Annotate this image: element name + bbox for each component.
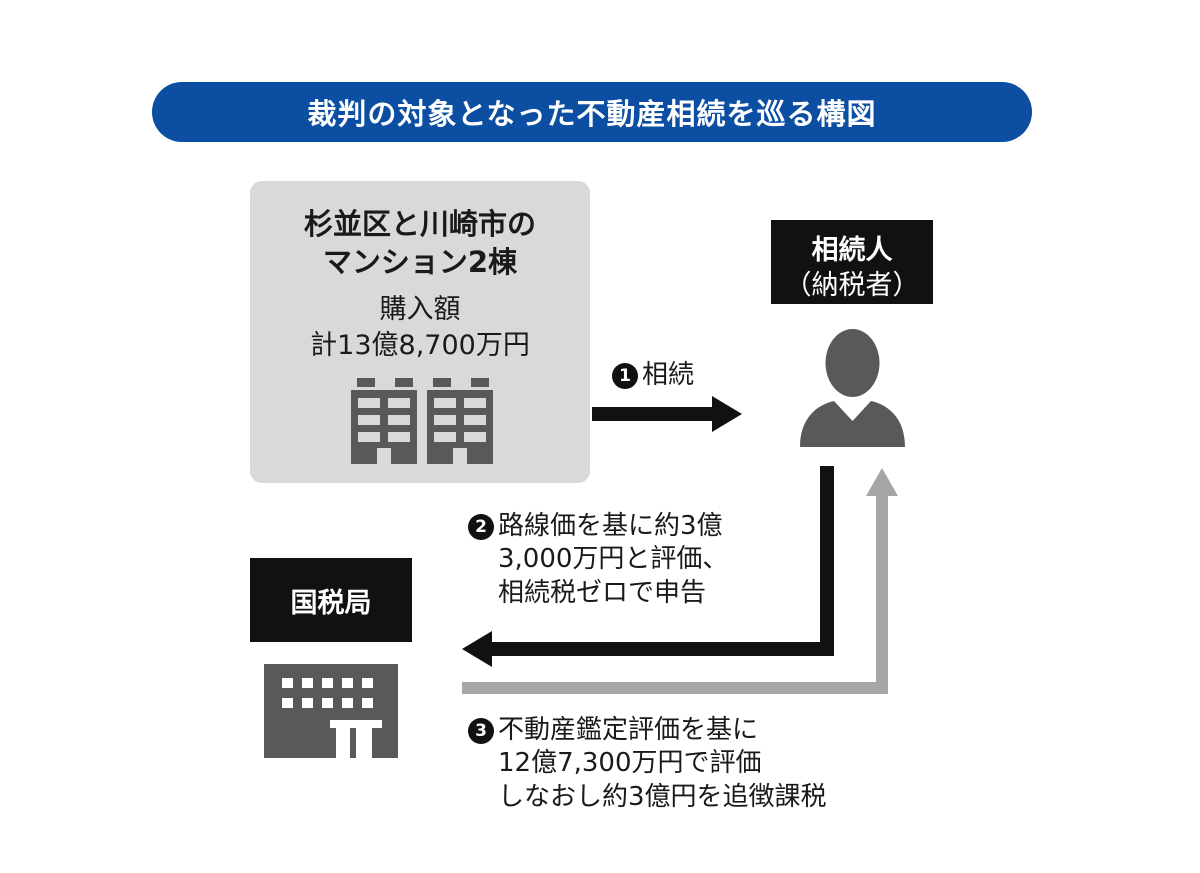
heir-title: 相続人: [811, 235, 893, 266]
title-banner: 裁判の対象となった不動産相続を巡る構図: [152, 82, 1032, 142]
purchase-price-label: 購入額: [379, 294, 461, 325]
reassessment-arrow: [462, 468, 898, 694]
diagram-title: 裁判の対象となった不動産相続を巡る構図: [307, 97, 877, 131]
property-description-line2: マンション2棟: [322, 245, 518, 279]
buildings-icon: [351, 378, 493, 464]
heir-label: 相続人 （納税者）: [771, 220, 933, 304]
step-2-line1: 路線価を基に約3億: [498, 511, 723, 541]
step-2-line3: 相続税ゼロで申告: [498, 577, 707, 608]
heir-subtitle: （納税者）: [784, 270, 920, 301]
person-icon: [800, 329, 905, 447]
step-2-number: 2: [468, 514, 494, 540]
step-1-line1: 相続: [642, 360, 695, 390]
step-3-line3: しなおし約3億円を追徴課税: [498, 781, 827, 812]
step-2-line2: 3,000万円と評価、: [498, 544, 729, 575]
property-description-line1: 杉並区と川崎市の: [303, 207, 536, 241]
declaration-arrow: [462, 466, 834, 667]
tax-office-title: 国税局: [290, 587, 372, 619]
property-box: 杉並区と川崎市の マンション2棟 購入額 計13億8,700万円: [250, 181, 590, 483]
step-3-line2: 12億7,300万円で評価: [498, 748, 762, 779]
inherit-arrow: [592, 396, 742, 432]
step-1-number: 1: [612, 363, 638, 389]
tax-office-label: 国税局: [250, 558, 412, 642]
purchase-price-value: 計13億8,700万円: [310, 330, 530, 361]
step-3-line1: 不動産鑑定評価を基に: [498, 715, 759, 745]
office-building-icon: [264, 664, 398, 758]
step-3-number: 3: [468, 718, 494, 744]
